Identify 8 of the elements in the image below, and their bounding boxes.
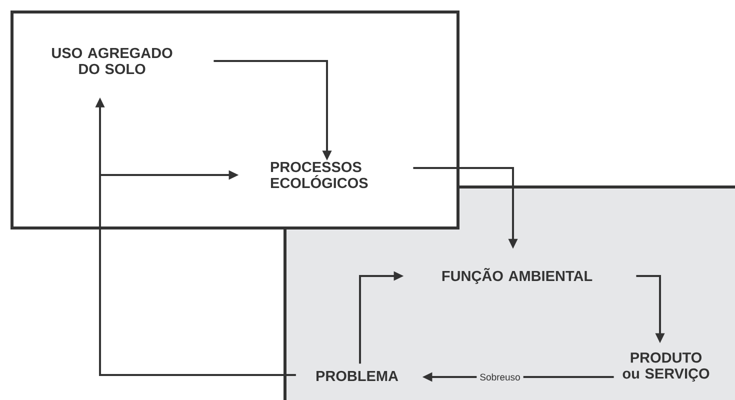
node-label: PROBLEMA (316, 370, 398, 382)
node-label: USO AGREGADO DO SOLO (52, 48, 172, 74)
arrow (99, 170, 296, 376)
edge-label: Sobreuso (480, 374, 520, 380)
node-label: PROCESSOS ECOLÓGICOS (270, 162, 368, 188)
panel-box (10, 10, 460, 230)
node-label: FUNÇÃO AMBIENTAL (442, 268, 592, 284)
node-label: PRODUTO ou SERVIÇO (622, 352, 710, 382)
